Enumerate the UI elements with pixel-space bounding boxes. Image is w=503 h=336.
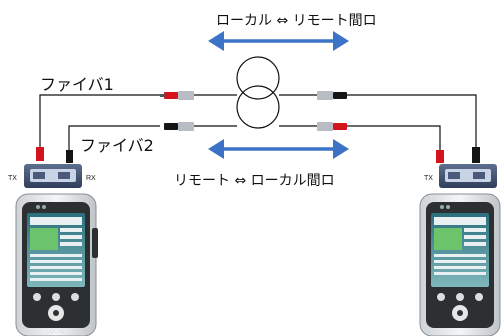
top-direction-label: ローカル ⇔ リモート間ロ (216, 13, 377, 29)
left-rx-connector (66, 150, 73, 163)
left-tx-connector (36, 147, 44, 161)
fiber1-path (39, 94, 477, 147)
fiber-spool-icon (236, 56, 280, 129)
fiber1-right-connector (317, 91, 347, 100)
right-adapter-icon (439, 164, 497, 188)
right-device-icon (419, 193, 501, 336)
fiber2-right-connector (317, 122, 347, 131)
fiber2-left-connector (164, 122, 194, 131)
right-tx-connector (436, 150, 444, 163)
right-tx-label: TX (424, 175, 433, 182)
left-tx-label: TX (8, 175, 17, 182)
fiber1-left-connector (160, 91, 194, 100)
bottom-direction-arrow (208, 139, 349, 159)
fiber1-label: ファイバ1 (40, 75, 114, 94)
left-rx-label: RX (86, 175, 96, 182)
left-adapter-icon (24, 164, 82, 188)
left-device-icon (15, 193, 98, 336)
bottom-direction-label: リモート ⇔ ローカル間ロ (174, 173, 335, 189)
fiber2-path (68, 125, 441, 152)
right-rx-connector (472, 147, 480, 163)
left-device-footer: LOCAL (46, 329, 66, 335)
top-direction-arrow (208, 31, 349, 51)
fiber2-label: ファイバ2 (80, 136, 154, 155)
